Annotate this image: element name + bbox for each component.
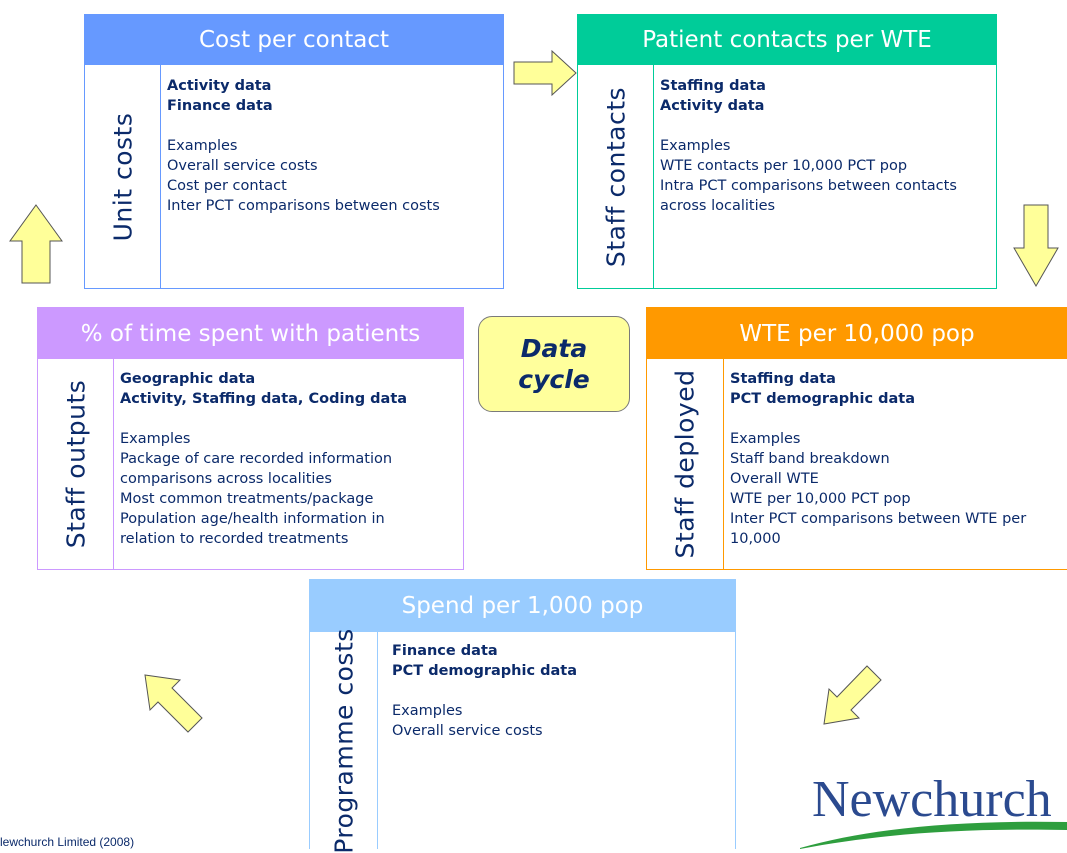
content-line: Inter PCT comparisons between costs	[167, 198, 440, 214]
box-cost-per-contact: Cost per contact Unit costs Activity dat…	[84, 14, 504, 289]
box-time-with-patients: % of time spent with patients Staff outp…	[37, 307, 464, 570]
content-line: Finance data	[167, 98, 273, 114]
side-label-box: Staff outputs	[38, 359, 114, 569]
content-line: Overall service costs	[392, 723, 543, 739]
content-line: Staff band breakdown	[730, 451, 890, 467]
content-line: Overall WTE	[730, 471, 819, 487]
box-patient-contacts: Patient contacts per WTE Staff contacts …	[577, 14, 997, 289]
arrow-up-icon	[9, 204, 63, 284]
content-line: comparisons across localities	[120, 471, 332, 487]
side-label: Staff outputs	[61, 379, 90, 549]
content-gap	[120, 409, 457, 429]
content-line: Geographic data	[120, 371, 256, 387]
content-line: Inter PCT comparisons between WTE per	[730, 511, 1027, 527]
logo-text: Newchurch	[812, 771, 1052, 828]
content-gap	[660, 116, 990, 136]
side-label-box: Programme costs	[310, 628, 378, 853]
box-content: Activity data Finance data Examples Over…	[167, 76, 497, 288]
content-line: Activity, Staffing data, Coding data	[120, 391, 408, 407]
content-line: Cost per contact	[167, 178, 287, 194]
box-title: Spend per 1,000 pop	[310, 580, 735, 632]
content-line: Examples	[120, 431, 191, 447]
data-cycle-line2: cycle	[518, 365, 590, 394]
content-line: Activity data	[660, 98, 765, 114]
content-gap	[392, 681, 729, 701]
content-line: Most common treatments/package	[120, 491, 374, 507]
box-title: Patient contacts per WTE	[578, 15, 996, 65]
box-content: Geographic data Activity, Staffing data,…	[120, 369, 457, 569]
side-label: Staff contacts	[601, 86, 630, 267]
side-label-box: Staff contacts	[578, 65, 654, 288]
side-label: Unit costs	[108, 112, 137, 241]
content-line: Staffing data	[660, 78, 766, 94]
arrow-down-icon	[1013, 204, 1059, 287]
box-content: Finance data PCT demographic data Exampl…	[392, 641, 729, 849]
content-gap	[730, 409, 1061, 429]
content-line: Examples	[167, 138, 238, 154]
content-line: 10,000	[730, 531, 781, 547]
box-title: % of time spent with patients	[38, 308, 463, 359]
content-line: WTE per 10,000 PCT pop	[730, 491, 911, 507]
content-line: Activity data	[167, 78, 272, 94]
box-wte-per-pop: WTE per 10,000 pop Staff deployed Staffi…	[646, 307, 1067, 570]
copyright-footer: lewchurch Limited (2008)	[0, 835, 135, 849]
data-cycle-label: Data cycle	[478, 316, 630, 412]
content-line: PCT demographic data	[392, 663, 578, 679]
data-cycle-line1: Data	[520, 334, 588, 363]
content-line: Examples	[392, 703, 463, 719]
content-line: Intra PCT comparisons between contacts	[660, 178, 957, 194]
content-line: Population age/health information in	[120, 511, 385, 527]
content-line: Finance data	[392, 643, 498, 659]
content-line: Examples	[660, 138, 731, 154]
box-spend-per-pop: Spend per 1,000 pop Programme costs Fina…	[309, 579, 736, 853]
box-title: Cost per contact	[85, 15, 503, 65]
arrow-up-left-icon	[144, 674, 203, 733]
arrow-down-left-icon	[823, 665, 882, 725]
content-line: Overall service costs	[167, 158, 318, 174]
arrow-right-icon	[513, 49, 577, 97]
content-line: across localities	[660, 198, 776, 214]
content-line: PCT demographic data	[730, 391, 916, 407]
content-line: WTE contacts per 10,000 PCT pop	[660, 158, 908, 174]
side-label: Programme costs	[329, 627, 358, 853]
box-content: Staffing data PCT demographic data Examp…	[730, 369, 1061, 569]
side-label-box: Unit costs	[85, 65, 161, 288]
side-label-box: Staff deployed	[647, 359, 724, 569]
content-gap	[167, 116, 497, 136]
content-line: relation to recorded treatments	[120, 531, 349, 547]
content-line: Examples	[730, 431, 801, 447]
box-content: Staffing data Activity data Examples WTE…	[660, 76, 990, 288]
newchurch-logo: Newchurch	[800, 770, 1067, 849]
side-label: Staff deployed	[670, 369, 700, 559]
box-title: WTE per 10,000 pop	[647, 308, 1067, 359]
content-line: Staffing data	[730, 371, 836, 387]
logo-swoosh-icon	[800, 821, 1067, 849]
content-line: Package of care recorded information	[120, 451, 393, 467]
